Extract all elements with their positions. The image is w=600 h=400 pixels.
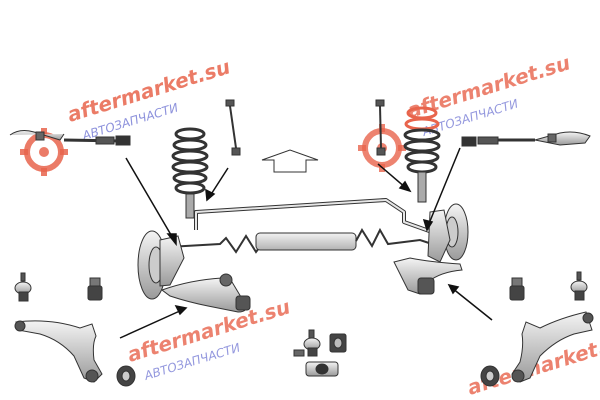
tie-rod-right	[461, 131, 591, 147]
arrow-icon	[119, 147, 493, 339]
ball-joint-center	[293, 329, 321, 357]
loose-bushing-left	[116, 365, 136, 387]
tie-rod-left	[9, 130, 131, 146]
ball-joint-right	[570, 271, 588, 301]
coil-spring-right	[403, 106, 441, 203]
stabilizer-link-left	[225, 99, 241, 156]
bushing-bracket-center	[305, 361, 339, 377]
watermark-right: aftermarket.su АВТОЗАПЧАСТИ	[358, 50, 573, 172]
ball-joint-left	[14, 272, 32, 302]
wheel-hub-left	[137, 230, 185, 300]
loose-control-arm-left	[14, 320, 103, 383]
stabilizer-link-right	[375, 99, 386, 156]
wheel-hub-right	[427, 203, 469, 263]
control-arm-left	[160, 277, 247, 313]
bushing-center	[329, 333, 347, 353]
bushing-right	[509, 277, 525, 301]
bushing-left	[87, 277, 103, 301]
direction-arrow-icon	[261, 149, 319, 173]
loose-bushing-right	[480, 365, 500, 387]
steering-rack	[167, 227, 433, 254]
loose-control-arm-right	[511, 311, 594, 383]
coil-spring-left	[171, 127, 209, 219]
